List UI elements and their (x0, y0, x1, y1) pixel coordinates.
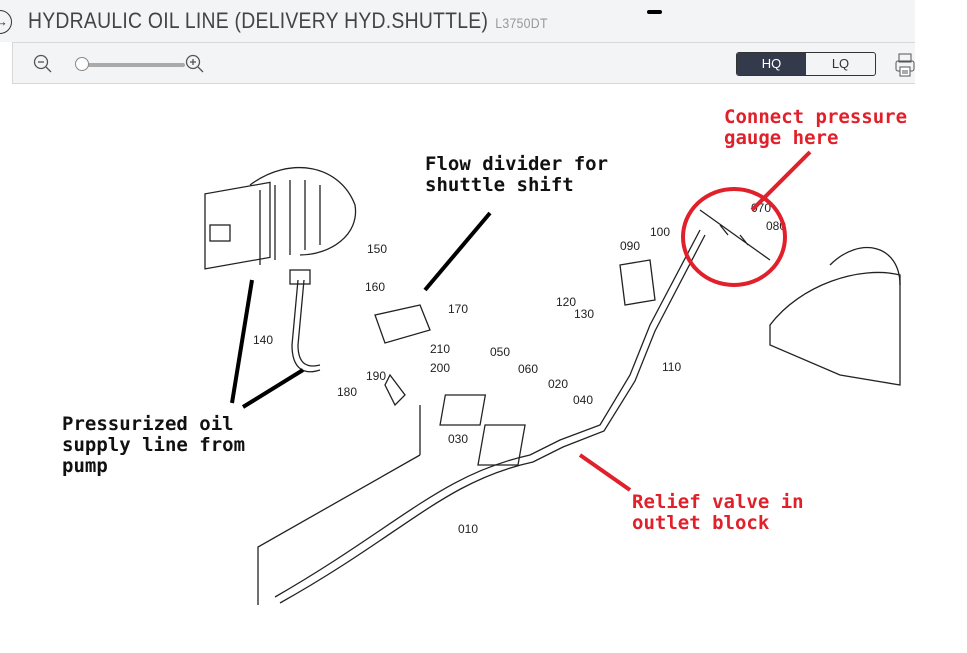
lq-button[interactable]: LQ (831, 56, 850, 71)
relief-valve-note: Relief valve in outlet block (632, 491, 804, 534)
parts-diagram: 150 160 170 140 210 180 190 200 050 060 … (204, 150, 901, 605)
toolbar: HQ LQ (12, 42, 915, 84)
print-icon[interactable] (895, 52, 915, 78)
pipe-drawing (257, 209, 901, 605)
part-label: 010 (458, 522, 478, 536)
part-label: 210 (430, 342, 450, 356)
part-label: 100 (650, 225, 670, 239)
part-label: 150 (367, 242, 387, 256)
zoom-in-icon[interactable] (185, 54, 205, 74)
part-label: 050 (490, 345, 510, 359)
pump-drawing (204, 166, 357, 270)
supply-line-note: Pressurized oil supply line from pump (62, 413, 246, 477)
quality-toggle: HQ LQ (736, 52, 876, 76)
part-numbers: 150 160 170 140 210 180 190 200 050 060 … (253, 201, 786, 536)
part-label: 160 (365, 280, 385, 294)
annotation-marks (230, 150, 812, 492)
part-label: 110 (662, 360, 681, 374)
zoom-slider-handle[interactable] (75, 57, 89, 71)
zoom-slider[interactable] (81, 63, 185, 67)
part-label: 030 (448, 432, 468, 446)
title-bar: → HYDRAULIC OIL LINE (DELIVERY HYD.SHUTT… (0, 0, 915, 42)
part-label: 090 (620, 239, 640, 253)
title-text: HYDRAULIC OIL LINE (DELIVERY HYD.SHUTTLE… (28, 8, 489, 33)
part-label: 020 (548, 377, 568, 391)
part-label: 170 (448, 302, 468, 316)
minimize-indicator (647, 10, 662, 14)
page-title: HYDRAULIC OIL LINE (DELIVERY HYD.SHUTTLE… (28, 8, 548, 34)
part-label: 130 (574, 307, 594, 321)
part-label: 190 (366, 369, 386, 383)
part-label: 180 (337, 385, 357, 399)
hq-button[interactable]: HQ (737, 53, 806, 75)
part-label: 060 (518, 362, 538, 376)
zoom-out-icon[interactable] (33, 54, 53, 74)
part-label: 200 (430, 361, 450, 375)
model-label: L3750DT (495, 15, 548, 31)
pressure-gauge-note: Connect pressure gauge here (724, 106, 908, 149)
part-label: 140 (253, 333, 273, 347)
flow-divider-note: Flow divider for shuttle shift (425, 153, 609, 196)
part-label: 040 (573, 393, 593, 407)
back-arrow-icon[interactable]: → (0, 10, 12, 34)
part-label: 120 (556, 295, 576, 309)
